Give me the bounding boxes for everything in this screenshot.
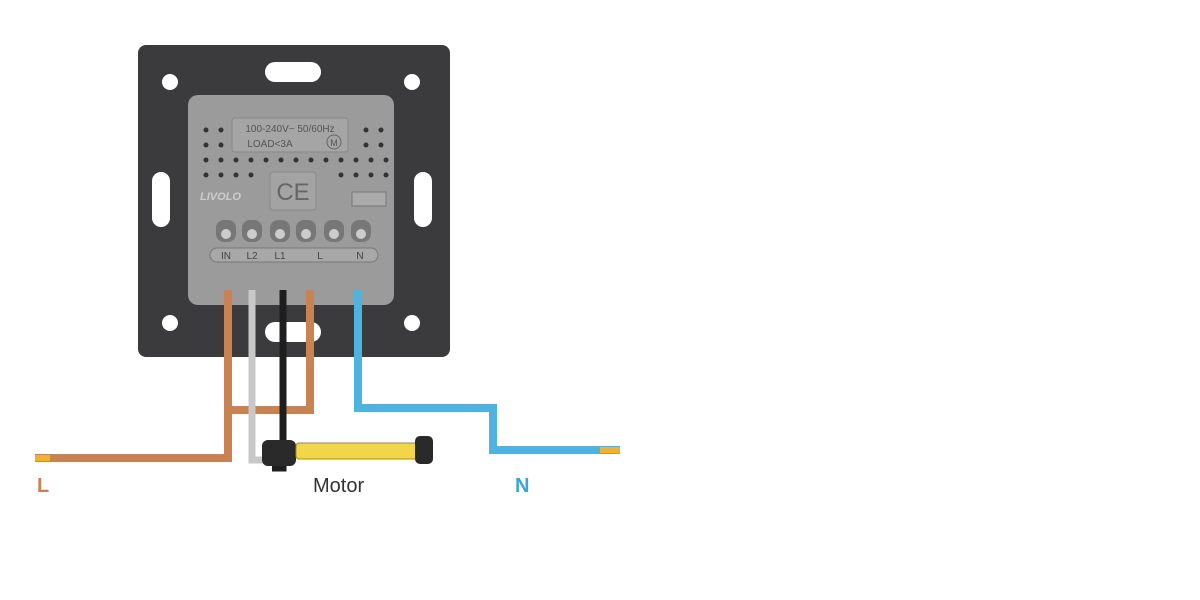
vent-hole <box>363 127 369 133</box>
load-rating: LOAD<3A <box>247 139 293 150</box>
screw-head-icon <box>221 229 231 239</box>
vent-hole <box>383 157 389 163</box>
vent-hole <box>218 157 224 163</box>
vent-hole <box>218 127 224 133</box>
vent-hole <box>248 157 254 163</box>
vent-hole <box>378 142 384 148</box>
vent-hole <box>293 157 299 163</box>
screw-head-icon <box>247 229 257 239</box>
vent-hole <box>368 157 374 163</box>
vent-hole <box>338 172 344 178</box>
vent-hole <box>248 172 254 178</box>
screw-head-icon <box>275 229 285 239</box>
vent-hole <box>353 157 359 163</box>
vent-hole <box>353 172 359 178</box>
terminal-label-l2: L2 <box>246 251 258 262</box>
vent-hole <box>203 172 209 178</box>
vent-hole <box>378 127 384 133</box>
live-label: L <box>37 475 49 497</box>
neutral-wire <box>354 290 620 454</box>
tubular-motor <box>262 436 433 466</box>
vent-hole <box>383 172 389 178</box>
terminal-label-in: IN <box>221 251 231 262</box>
vent-hole <box>233 157 239 163</box>
vent-hole <box>233 172 239 178</box>
l1-wire <box>272 290 287 472</box>
motor-label: Motor <box>313 475 364 497</box>
brand-logo: LIVOLO <box>200 191 241 203</box>
vent-hole <box>203 142 209 148</box>
vent-hole <box>338 157 344 163</box>
vent-hole <box>323 157 329 163</box>
vent-hole <box>278 157 284 163</box>
vent-hole <box>263 157 269 163</box>
screw-head-icon <box>301 229 311 239</box>
voltage-rating: 100-240V~ 50/60Hz <box>245 124 334 135</box>
neutral-label: N <box>515 475 529 497</box>
vent-hole <box>203 157 209 163</box>
terminal-label-n: N <box>356 251 363 262</box>
vent-hole <box>308 157 314 163</box>
vent-hole <box>368 172 374 178</box>
screw-head-icon <box>356 229 366 239</box>
vent-hole <box>218 142 224 148</box>
switch-module: 100-240V~ 50/60Hz LOAD<3A M CE LIVOLO IN… <box>188 95 394 305</box>
vent-hole <box>203 127 209 133</box>
live-wire <box>35 290 232 462</box>
motor-symbol-icon: M <box>330 138 338 148</box>
terminal-label-l1: L1 <box>274 251 286 262</box>
screw-head-icon <box>329 229 339 239</box>
ce-mark: CE <box>276 179 309 206</box>
vent-hole <box>363 142 369 148</box>
terminal-label-l: L <box>317 251 323 262</box>
wires <box>35 290 620 472</box>
vent-hole <box>218 172 224 178</box>
